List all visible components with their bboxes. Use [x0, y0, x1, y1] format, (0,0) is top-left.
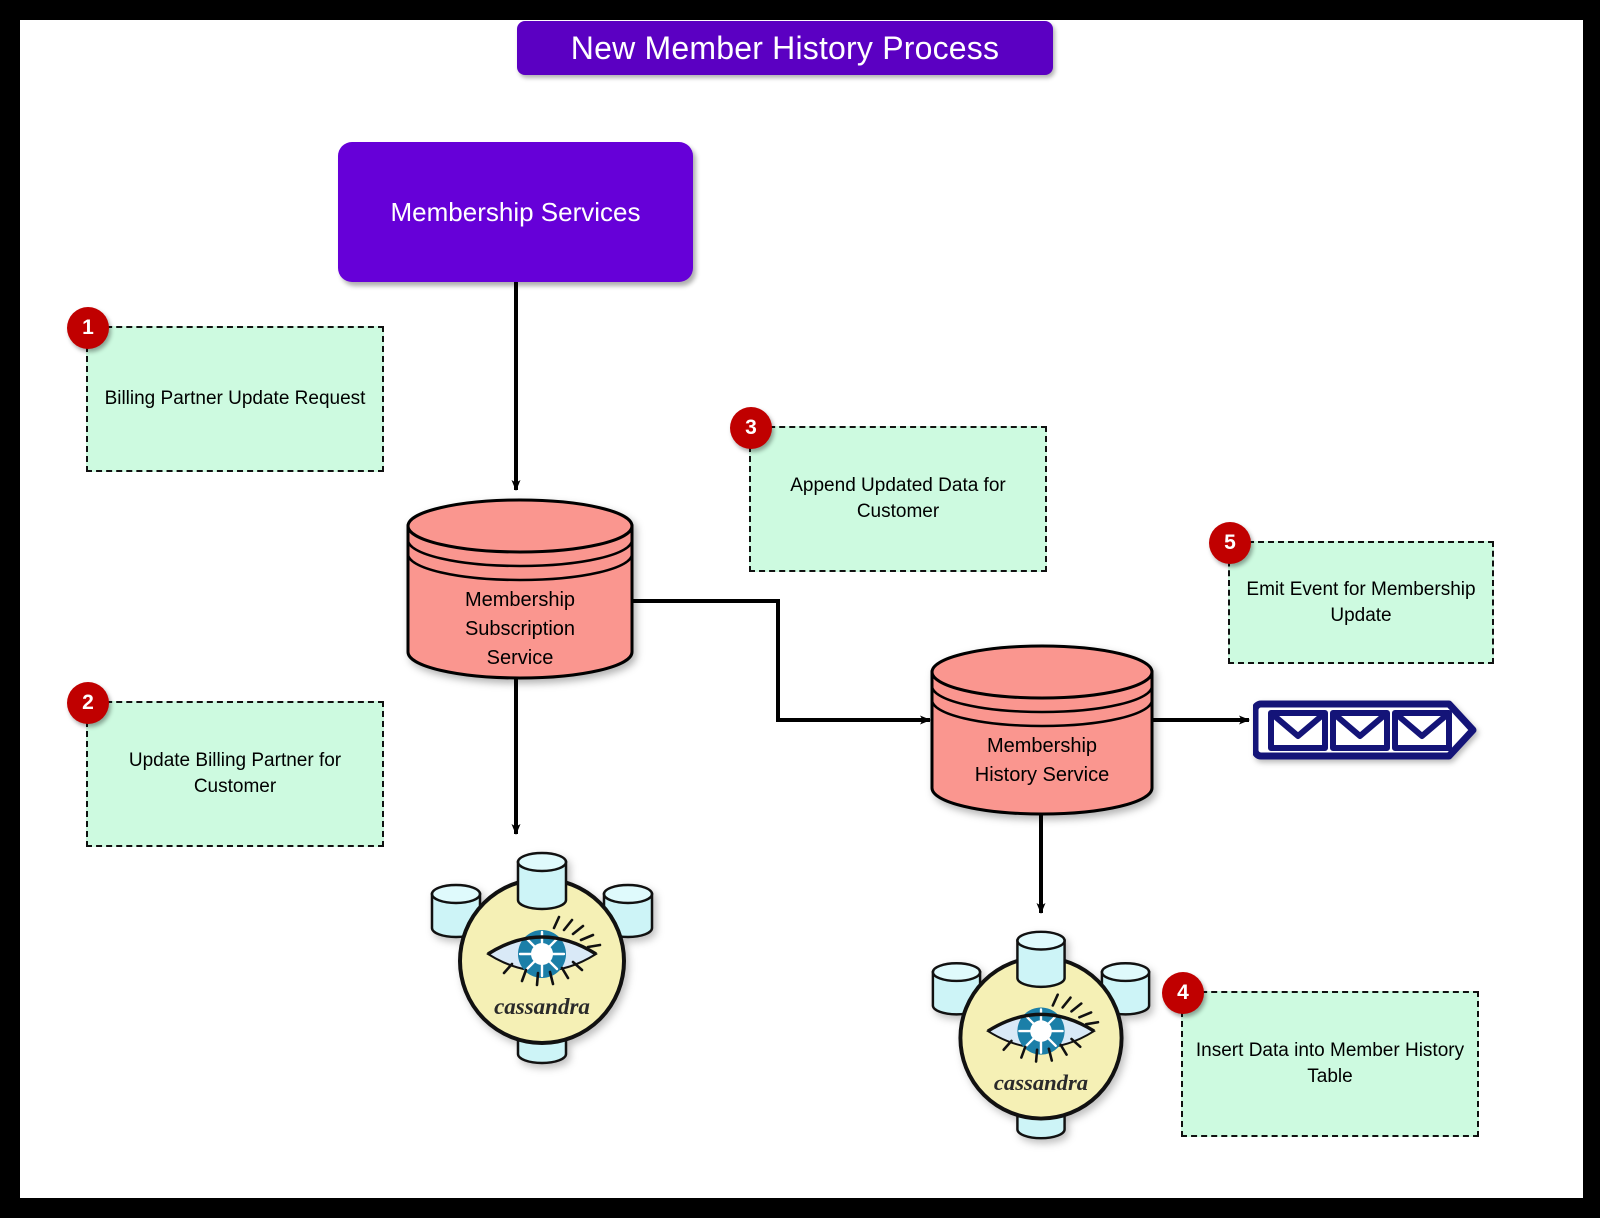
node-membership-services-label: Membership Services: [390, 196, 641, 227]
node-membership-subscription-service[interactable]: Membership Subscription Service: [404, 498, 636, 680]
callout-badge-3-number: 3: [745, 416, 757, 439]
diagram-canvas: New Member History Process Membership Se…: [20, 20, 1583, 1198]
callout-box-5-text: Emit Event for Membership Update: [1246, 578, 1476, 626]
envelope-icon-2: [1330, 710, 1390, 751]
cassandra-left-label: cassandra: [494, 994, 590, 1019]
callout-badge-1: 1: [67, 307, 109, 349]
cassandra-eye-icon: [486, 915, 602, 987]
callout-box-5: Emit Event for Membership Update: [1228, 541, 1494, 664]
callout-box-3: Append Updated Data for Customer: [749, 426, 1047, 572]
envelope-icon-3: [1392, 710, 1452, 751]
callout-box-2-text: Update Billing Partner for Customer: [128, 750, 342, 797]
callout-badge-4: 4: [1162, 972, 1204, 1014]
callout-badge-5-number: 5: [1224, 531, 1236, 554]
node-cassandra-right[interactable]: cassandra: [927, 921, 1155, 1149]
callout-box-1: Billing Partner Update Request: [86, 326, 384, 472]
callout-badge-4-number: 4: [1177, 981, 1189, 1004]
callout-badge-2-number: 2: [82, 691, 94, 714]
cassandra-node-cylinder-north: [516, 851, 568, 911]
node-cassandra-left[interactable]: cassandra: [426, 842, 658, 1074]
arrow-subscription-to-history: [633, 599, 931, 725]
callout-badge-1-number: 1: [82, 316, 94, 339]
page-title: New Member History Process: [517, 21, 1053, 75]
cassandra-right-label: cassandra: [994, 1070, 1088, 1095]
page-title-text: New Member History Process: [570, 29, 1000, 66]
callout-box-2: Update Billing Partner for Customer: [86, 701, 384, 847]
callout-box-4-text: Insert Data into Member History Table: [1195, 1040, 1465, 1087]
callout-box-3-text: Append Updated Data for Customer: [790, 475, 1006, 522]
node-membership-history-service[interactable]: Membership History Service: [928, 644, 1156, 816]
cassandra-eye-icon: [986, 993, 1100, 1063]
callout-box-1-text: Billing Partner Update Request: [104, 388, 366, 410]
envelope-icon-1: [1268, 710, 1328, 751]
callout-badge-3: 3: [730, 407, 772, 449]
node-membership-services[interactable]: Membership Services: [338, 142, 693, 282]
callout-badge-2: 2: [67, 682, 109, 724]
node-message-queue[interactable]: [1251, 696, 1479, 764]
callout-badge-5: 5: [1209, 522, 1251, 564]
callout-box-4: Insert Data into Member History Table: [1181, 991, 1479, 1137]
cassandra-node-cylinder-north: [1016, 930, 1066, 989]
